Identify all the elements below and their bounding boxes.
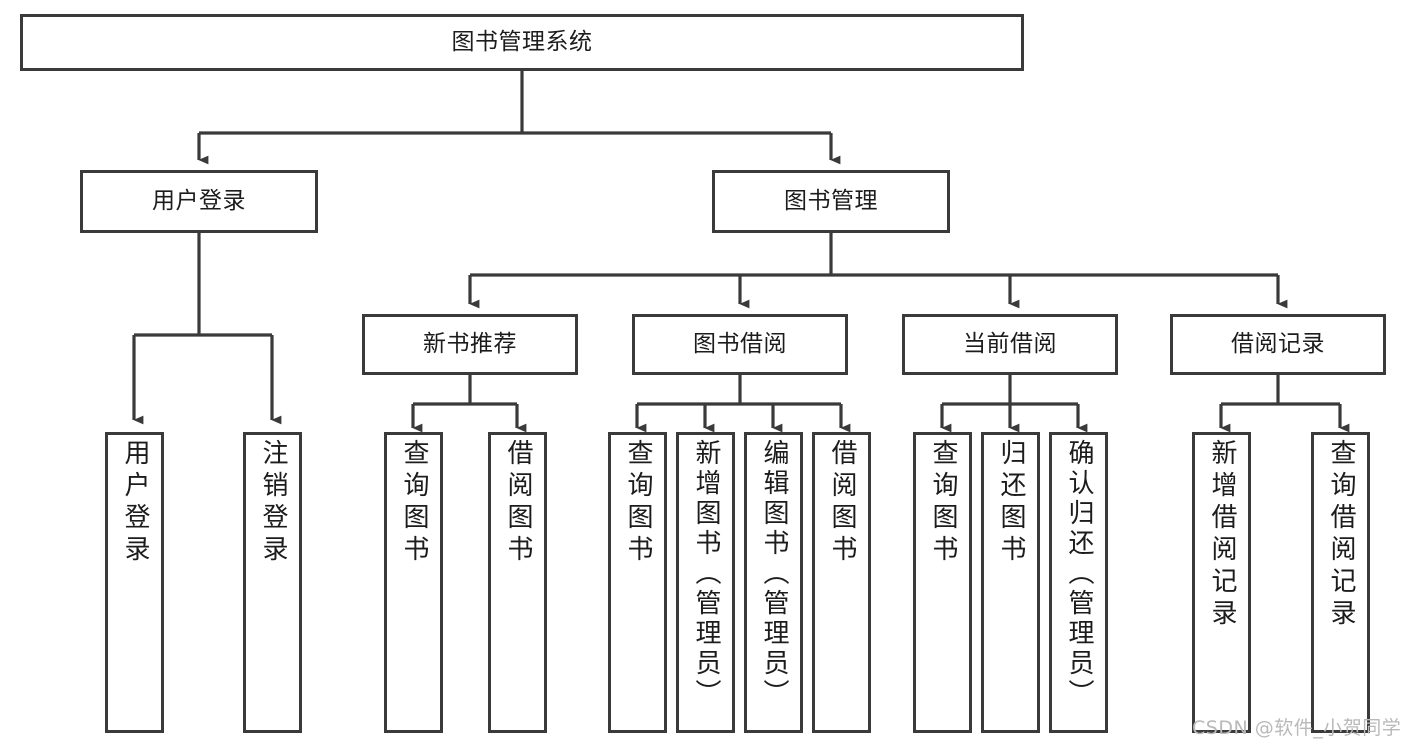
leaf-query-book-recommend-label: 查询图书 — [399, 439, 430, 567]
leaf-borrow-book-recommend-label: 借阅图书 — [503, 439, 534, 567]
leaf-edit-book-admin-label: 编辑图书（管理员） — [759, 439, 790, 709]
leaf-query-borrow-record-label: 查询借阅记录 — [1326, 439, 1357, 631]
node-new-book-recommend[interactable]: 新书推荐 — [362, 314, 578, 375]
leaf-query-book-recommend[interactable]: 查询图书 — [384, 432, 443, 733]
leaf-return-book[interactable]: 归还图书 — [981, 432, 1040, 733]
leaf-borrow-book[interactable]: 借阅图书 — [812, 432, 871, 733]
node-current-borrow-label: 当前借阅 — [963, 330, 1057, 357]
leaf-return-book-label: 归还图书 — [996, 439, 1027, 567]
leaf-query-borrow-record[interactable]: 查询借阅记录 — [1311, 432, 1370, 733]
node-current-borrow[interactable]: 当前借阅 — [902, 314, 1118, 375]
node-book-borrow[interactable]: 图书借阅 — [632, 314, 848, 375]
leaf-add-borrow-record[interactable]: 新增借阅记录 — [1192, 432, 1251, 733]
leaf-add-borrow-record-label: 新增借阅记录 — [1207, 439, 1238, 631]
leaf-edit-book-admin[interactable]: 编辑图书（管理员） — [744, 432, 803, 733]
node-book-management[interactable]: 图书管理 — [712, 170, 950, 233]
leaf-borrow-book-recommend[interactable]: 借阅图书 — [488, 432, 547, 733]
csdn-watermark: CSDN @软件_小贺同学 — [1192, 717, 1402, 739]
leaf-add-book-admin[interactable]: 新增图书（管理员） — [676, 432, 735, 733]
node-book-borrow-label: 图书借阅 — [693, 330, 787, 357]
leaf-confirm-return-admin-label: 确认归还（管理员） — [1064, 439, 1095, 709]
node-book-management-label: 图书管理 — [784, 187, 878, 214]
leaf-confirm-return-admin[interactable]: 确认归还（管理员） — [1049, 432, 1108, 733]
leaf-user-login[interactable]: 用户登录 — [105, 432, 164, 733]
node-root-label: 图书管理系统 — [451, 28, 593, 55]
node-root[interactable]: 图书管理系统 — [20, 14, 1024, 71]
node-borrow-record[interactable]: 借阅记录 — [1170, 314, 1386, 375]
leaf-query-book-current-label: 查询图书 — [928, 439, 959, 567]
node-new-book-recommend-label: 新书推荐 — [423, 330, 517, 357]
leaf-query-book-borrow[interactable]: 查询图书 — [608, 432, 667, 733]
node-borrow-record-label: 借阅记录 — [1231, 330, 1325, 357]
leaf-logout[interactable]: 注销登录 — [243, 432, 302, 733]
leaf-borrow-book-label: 借阅图书 — [827, 439, 858, 567]
node-user-login-label: 用户登录 — [152, 187, 246, 214]
leaf-query-book-borrow-label: 查询图书 — [623, 439, 654, 567]
leaf-add-book-admin-label: 新增图书（管理员） — [691, 439, 722, 709]
leaf-user-login-label: 用户登录 — [120, 439, 151, 567]
node-user-login[interactable]: 用户登录 — [80, 170, 318, 233]
leaf-logout-label: 注销登录 — [258, 439, 289, 567]
leaf-query-book-current[interactable]: 查询图书 — [913, 432, 972, 733]
